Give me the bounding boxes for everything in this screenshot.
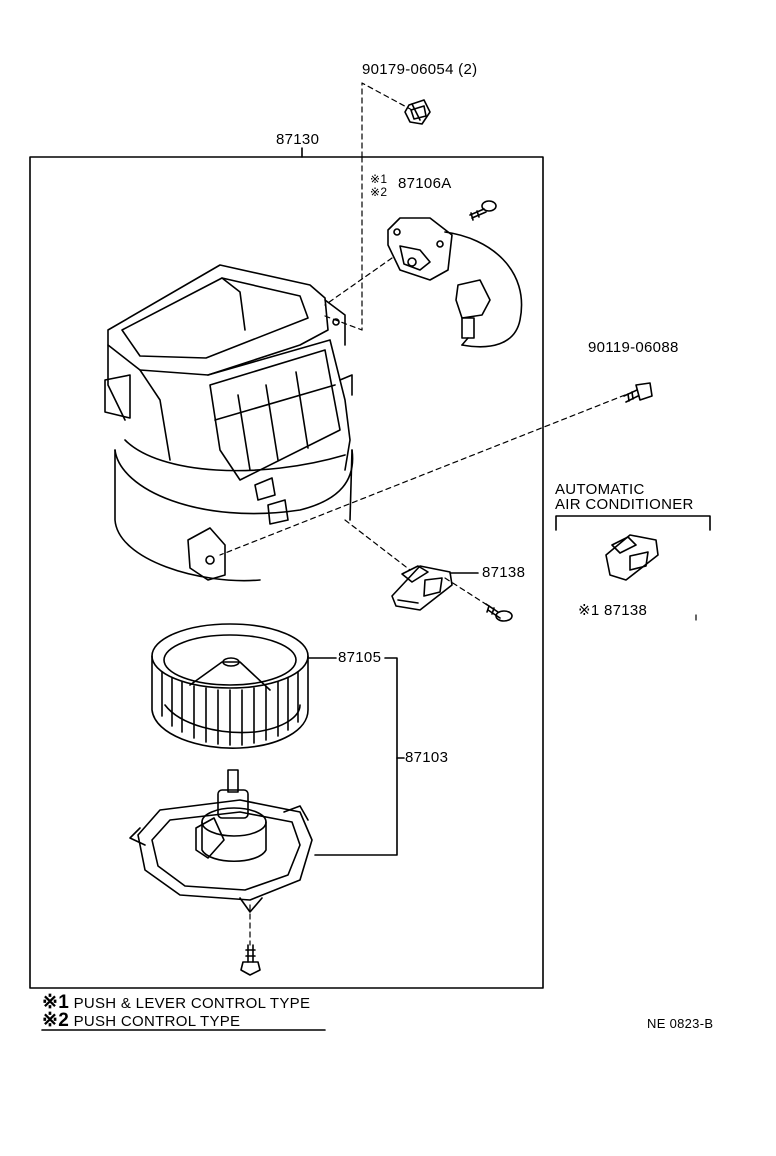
note-1-mark: ※1 [42, 992, 70, 1013]
resistor-icon [605, 534, 659, 581]
label-90179-06054: 90179-06054 (2) [362, 61, 478, 78]
screw-icon [469, 200, 497, 221]
dashed-leaders [219, 82, 697, 946]
note-1: ※1 PUSH & LEVER CONTROL TYPE [42, 992, 311, 1013]
label-87130: 87130 [276, 131, 320, 148]
label-air-conditioner: AIR CONDITIONER [555, 496, 694, 513]
resistor-icon [391, 565, 453, 611]
label-87138: 87138 [482, 564, 526, 581]
label-87105: 87105 [338, 649, 382, 666]
assembly-outline [29, 147, 544, 989]
label-automatic: AUTOMATIC [555, 481, 645, 498]
note-1-text: PUSH & LEVER CONTROL TYPE [73, 995, 311, 1012]
note-2: ※2 PUSH CONTROL TYPE [42, 1010, 241, 1031]
blower-motor-icon [129, 769, 313, 913]
servo-motor-icon [387, 217, 523, 348]
label-auto-87138: ※1 87138 [578, 602, 648, 619]
label-mark-1: ※1 [370, 172, 388, 186]
figure-code: NE 0823-B [647, 1016, 714, 1031]
screw-icon [240, 944, 261, 976]
label-mark-2: ※2 [370, 185, 388, 199]
label-87106A: 87106A [398, 175, 452, 192]
bolt-icon [623, 382, 653, 403]
screw-icon [485, 603, 513, 622]
automatic-bracket [555, 515, 711, 531]
note-2-text: PUSH CONTROL TYPE [73, 1013, 241, 1030]
label-87103: 87103 [405, 749, 449, 766]
leader-87103 [307, 657, 405, 856]
blower-housing-icon [104, 264, 354, 582]
note-2-mark: ※2 [42, 1010, 70, 1031]
clip-nut-icon [404, 99, 431, 125]
label-90119-06088: 90119-06088 [588, 339, 679, 356]
fan-wheel-icon [151, 623, 309, 749]
